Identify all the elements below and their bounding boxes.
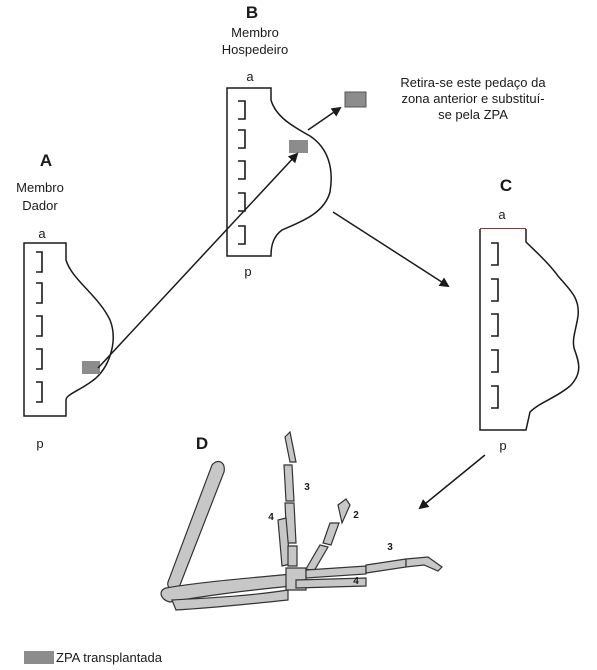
panel-b-title-line1: Membro [210, 25, 300, 40]
panel-c-letter: C [494, 178, 518, 193]
skeleton-digit-3-right-mid [366, 559, 406, 573]
digit-label-3-right: 3 [384, 540, 396, 555]
digit-label-4-right: 4 [350, 574, 362, 589]
arrow-to-d [420, 455, 485, 508]
limb-c-outline [480, 229, 579, 430]
panel-b-posterior-label: p [240, 264, 256, 279]
removal-note-line3: se pela ZPA [370, 107, 576, 123]
removed-piece [345, 92, 366, 107]
removal-note-line1: Retira-se este pedaço da [370, 75, 576, 91]
panel-c-anterior-label: a [494, 207, 510, 222]
digit-label-4-left: 4 [265, 510, 277, 525]
skeleton-upper-bone [168, 461, 225, 589]
skeleton-digit-3-upper [285, 432, 296, 462]
legend-label: ZPA transplantada [56, 650, 216, 665]
panel-a-anterior-label: a [34, 226, 50, 241]
panel-a-title-line1: Membro [10, 180, 70, 195]
digit-label-3-top: 3 [301, 480, 313, 495]
skeleton-digit-2-base [306, 545, 328, 571]
skeleton-limb [161, 432, 442, 610]
limb-a-zpa-patch [82, 361, 100, 374]
panel-d-letter: D [190, 436, 214, 451]
removal-note: Retira-se este pedaço da zona anterior e… [370, 75, 576, 123]
arrow-transplant [98, 154, 297, 368]
legend-swatch [24, 651, 54, 664]
arrow-remove [308, 108, 340, 130]
panel-a-posterior-label: p [32, 436, 48, 451]
skeleton-digit-2-mid [323, 523, 339, 545]
removal-note-line2: zona anterior e substituí- [370, 91, 576, 107]
digit-label-2: 2 [350, 508, 362, 523]
skeleton-digit-3-base2 [288, 546, 297, 566]
panel-b-title-line2: Hospedeiro [200, 42, 310, 57]
skeleton-digit-3-mid [284, 465, 294, 501]
panel-b-anterior-label: a [242, 69, 258, 84]
skeleton-digit-3-right-tip [406, 557, 442, 571]
panel-a-title-line2: Dador [10, 198, 70, 213]
limb-b-zpa-patch [289, 140, 308, 153]
panel-b-letter: B [240, 5, 264, 20]
panel-a-letter: A [36, 153, 56, 168]
limb-b-outline [227, 88, 331, 256]
arrow-to-c [333, 212, 448, 286]
limb-a-outline [24, 243, 113, 416]
panel-c-posterior-label: p [495, 438, 511, 453]
skeleton-digit-2-tip [338, 499, 350, 523]
